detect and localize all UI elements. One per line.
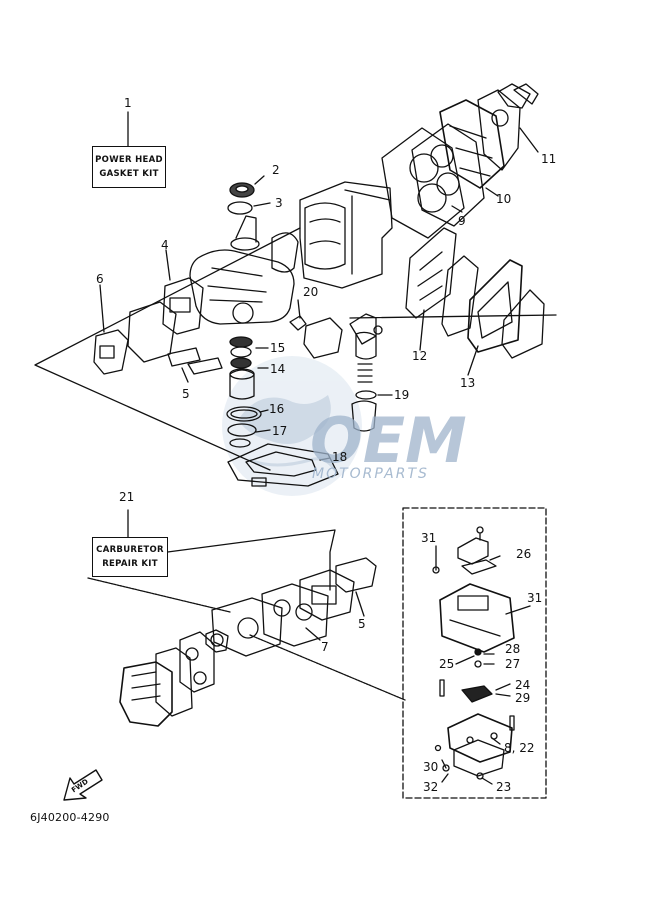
fuel-pump-thermostat-parts xyxy=(289,313,383,432)
callout-14: 14 xyxy=(270,362,286,376)
callout-2: 2 xyxy=(272,163,280,177)
callout-7: 7 xyxy=(321,640,329,654)
callout-30: 30 xyxy=(423,760,439,774)
callout-24: 24 xyxy=(515,678,531,692)
callout-3: 3 xyxy=(275,196,283,210)
watermark-globe-icon xyxy=(222,356,362,496)
callout-17: 17 xyxy=(272,424,288,438)
exhaust-cover-plates xyxy=(405,227,545,359)
callout-11: 11 xyxy=(541,152,557,166)
callout-25: 25 xyxy=(439,657,455,671)
piston-rings-and-seals xyxy=(226,336,262,448)
watermark-logo: OEM xyxy=(310,404,467,477)
callout-15: 15 xyxy=(270,341,286,355)
callout-20: 20 xyxy=(303,285,319,299)
callout-16: 16 xyxy=(269,402,285,416)
callout-18: 18 xyxy=(332,450,348,464)
fwd-label: FWD xyxy=(70,777,90,794)
carburetor-drawing xyxy=(189,215,299,325)
callout-28: 28 xyxy=(505,642,521,656)
cylinder-head-gaskets xyxy=(381,83,539,239)
callout-4: 4 xyxy=(161,238,169,252)
callout-5a: 5 xyxy=(182,387,190,401)
callout-19: 19 xyxy=(394,388,410,402)
power-head-gasket-kit-label: POWER HEAD GASKET KIT xyxy=(92,146,166,188)
power-head-kit-outline xyxy=(34,227,557,471)
kit-power-head-line1: POWER HEAD xyxy=(95,155,163,165)
watermark-text: MOTORPARTS xyxy=(312,466,429,482)
base-gasket-18 xyxy=(227,443,339,487)
diagram-code: 6J40200-4290 xyxy=(30,811,110,824)
callout-31b: 31 xyxy=(527,591,543,605)
callout-27: 27 xyxy=(505,657,521,671)
kit-power-head-number: 1 xyxy=(124,96,132,110)
callout-26: 26 xyxy=(516,547,532,561)
kit-carburetor-line2: REPAIR KIT xyxy=(102,559,158,569)
callout-10: 10 xyxy=(496,192,512,206)
kit-carburetor-number: 21 xyxy=(119,490,135,504)
callout-9: 9 xyxy=(458,214,466,228)
kit-carburetor-line1: CARBURETOR xyxy=(96,545,164,555)
kit-power-head-line2: GASKET KIT xyxy=(99,169,159,179)
callout-31a: 31 xyxy=(421,531,437,545)
carburetor-assembly-lower xyxy=(119,557,377,727)
fuel-pump-group xyxy=(432,526,531,780)
callout-8-22: 8, 22 xyxy=(504,741,535,755)
reed-valve-parts xyxy=(93,277,223,375)
callout-23: 23 xyxy=(496,780,512,794)
callout-12: 12 xyxy=(412,349,428,363)
callout-5b: 5 xyxy=(358,617,366,631)
callout-29: 29 xyxy=(515,691,531,705)
callout-13: 13 xyxy=(460,376,476,390)
callout-6: 6 xyxy=(96,272,104,286)
forward-direction-arrow xyxy=(63,769,103,801)
crankcase-drawing xyxy=(299,181,393,289)
callout-32: 32 xyxy=(423,780,439,794)
carburetor-repair-kit-label: CARBURETOR REPAIR KIT xyxy=(92,537,168,577)
